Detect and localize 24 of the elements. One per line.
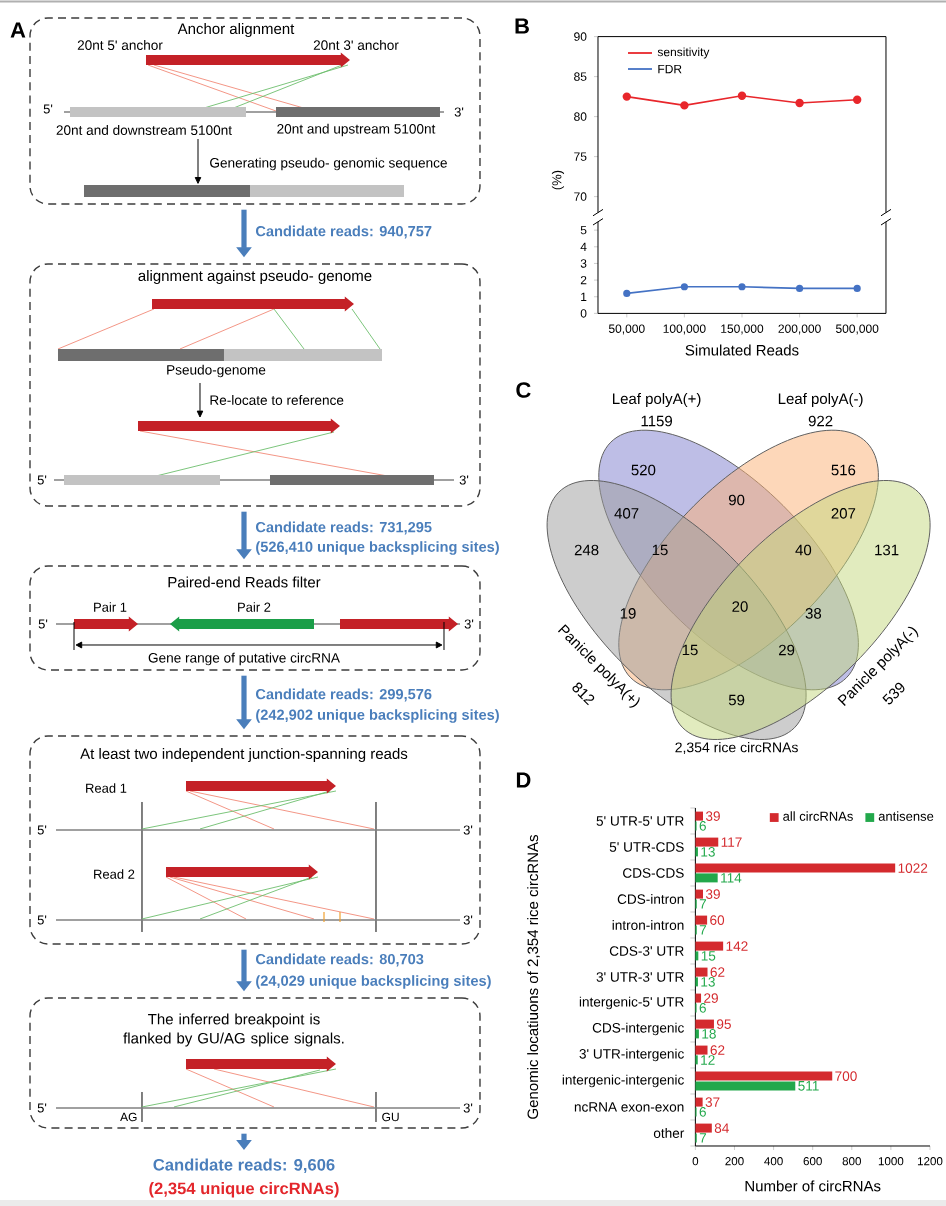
read-arrow <box>138 418 340 434</box>
panel-letter: B <box>515 18 529 34</box>
bar <box>695 837 719 847</box>
bar <box>695 863 896 873</box>
bar <box>695 889 704 899</box>
bar <box>695 1019 714 1029</box>
arrow <box>194 138 202 184</box>
bar <box>695 915 708 925</box>
bar <box>695 993 702 1003</box>
bar <box>695 1045 708 1055</box>
bar <box>695 1097 703 1107</box>
bar <box>695 1081 796 1091</box>
panel-letter: C <box>516 382 531 398</box>
panel-letter: D <box>516 772 531 788</box>
result-text: Candidate reads: 9,606 (2,354 unique circRNAs) <box>149 1158 339 1198</box>
bar <box>695 1123 712 1133</box>
bar <box>695 1071 833 1081</box>
bar <box>695 811 704 821</box>
sequence-bar <box>84 185 404 197</box>
bar <box>695 873 718 883</box>
arrow <box>196 382 204 418</box>
bar <box>695 941 724 951</box>
panel-letter: A <box>10 22 26 38</box>
bar <box>695 967 708 977</box>
